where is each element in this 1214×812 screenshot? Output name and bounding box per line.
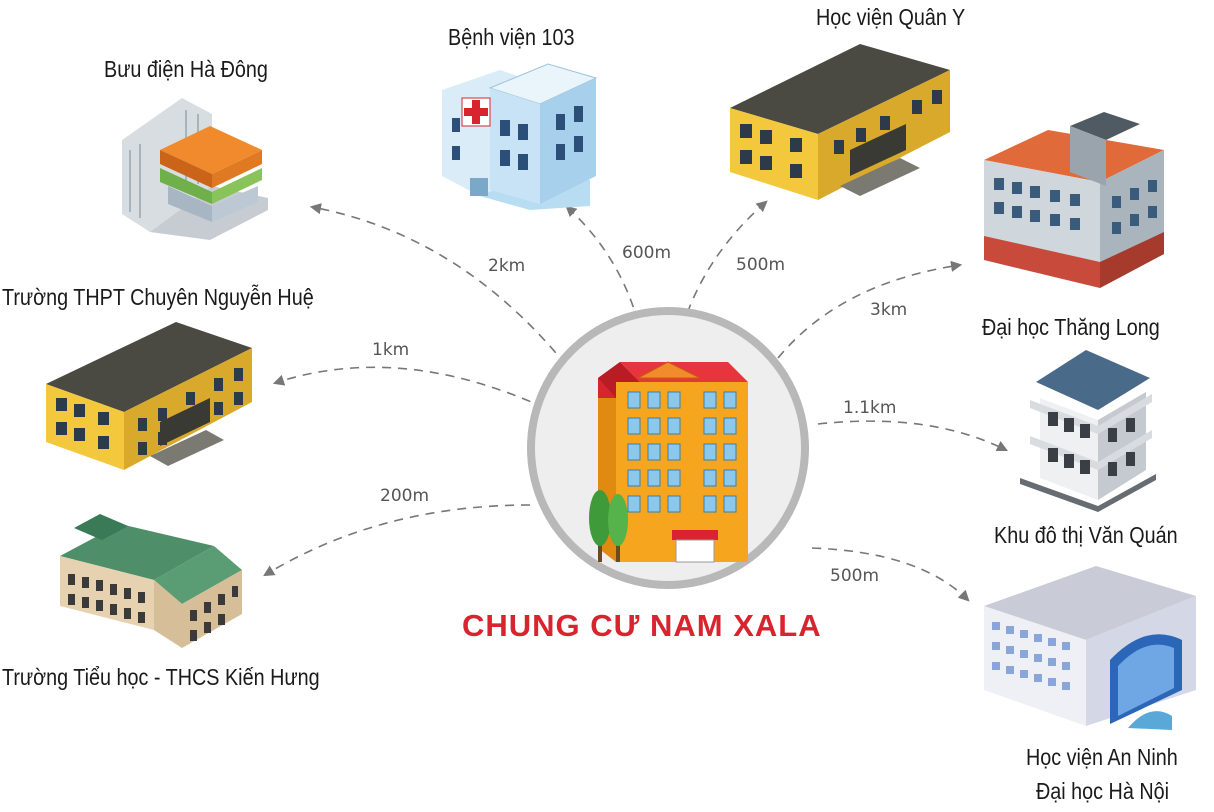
primary-school-building-icon: [60, 514, 242, 648]
route-khu-do-thi-van-quan: [817, 420, 1009, 452]
label-truong-tieu-hoc-thcs: Trường Tiểu học - THCS Kiến Hưng: [2, 664, 320, 690]
label-khu-do-thi-van-quan: Khu đô thị Văn Quán: [994, 522, 1178, 548]
label-dai-hoc-thang-long: Đại học Thăng Long: [982, 314, 1160, 340]
route-buu-dien-ha-dong: [309, 203, 567, 366]
route-truong-tieu-hoc-thcs: [263, 504, 531, 577]
route-truong-thpt: [272, 366, 546, 409]
high-school-building-icon: [46, 322, 252, 470]
label-benh-vien-103: Bệnh viện 103: [448, 24, 575, 50]
route-hoc-vien-an-ninh: [811, 547, 970, 602]
label-hoc-vien-an-ninh-line1: Học viện An Ninh: [1026, 744, 1178, 770]
distance-truong-tieu-hoc-thcs: 200m: [380, 486, 430, 506]
label-hoc-vien-quan-y: Học viện Quân Y: [816, 4, 966, 30]
route-dai-hoc-thang-long: [777, 260, 963, 359]
label-truong-thpt: Trường THPT Chuyên Nguyễn Huệ: [2, 284, 314, 310]
distance-khu-do-thi-van-quan: 1.1km: [843, 398, 897, 418]
academy-building-icon: [730, 44, 950, 200]
urban-area-building-icon: [1020, 350, 1156, 512]
distance-benh-vien-103: 600m: [622, 243, 672, 263]
distance-hoc-vien-an-ninh: 500m: [830, 566, 880, 586]
distance-hoc-vien-quan-y: 500m: [736, 255, 786, 275]
distance-truong-thpt: 1km: [372, 340, 410, 360]
university-building-icon: [984, 112, 1164, 288]
distance-dai-hoc-thang-long: 3km: [870, 300, 908, 320]
label-buu-dien-ha-dong: Bưu điện Hà Đông: [104, 56, 268, 82]
apartment-building-icon: [589, 361, 748, 563]
hospital-building-icon: [442, 63, 598, 210]
post-office-building-icon: [122, 98, 268, 240]
tree-icon: [589, 490, 628, 562]
center-title: CHUNG CƯ NAM XALA: [462, 608, 822, 643]
security-academy-building-icon: [984, 566, 1196, 730]
distance-buu-dien-ha-dong: 2km: [488, 256, 526, 276]
label-hoc-vien-an-ninh-line2: Đại học Hà Nội: [1036, 778, 1170, 804]
